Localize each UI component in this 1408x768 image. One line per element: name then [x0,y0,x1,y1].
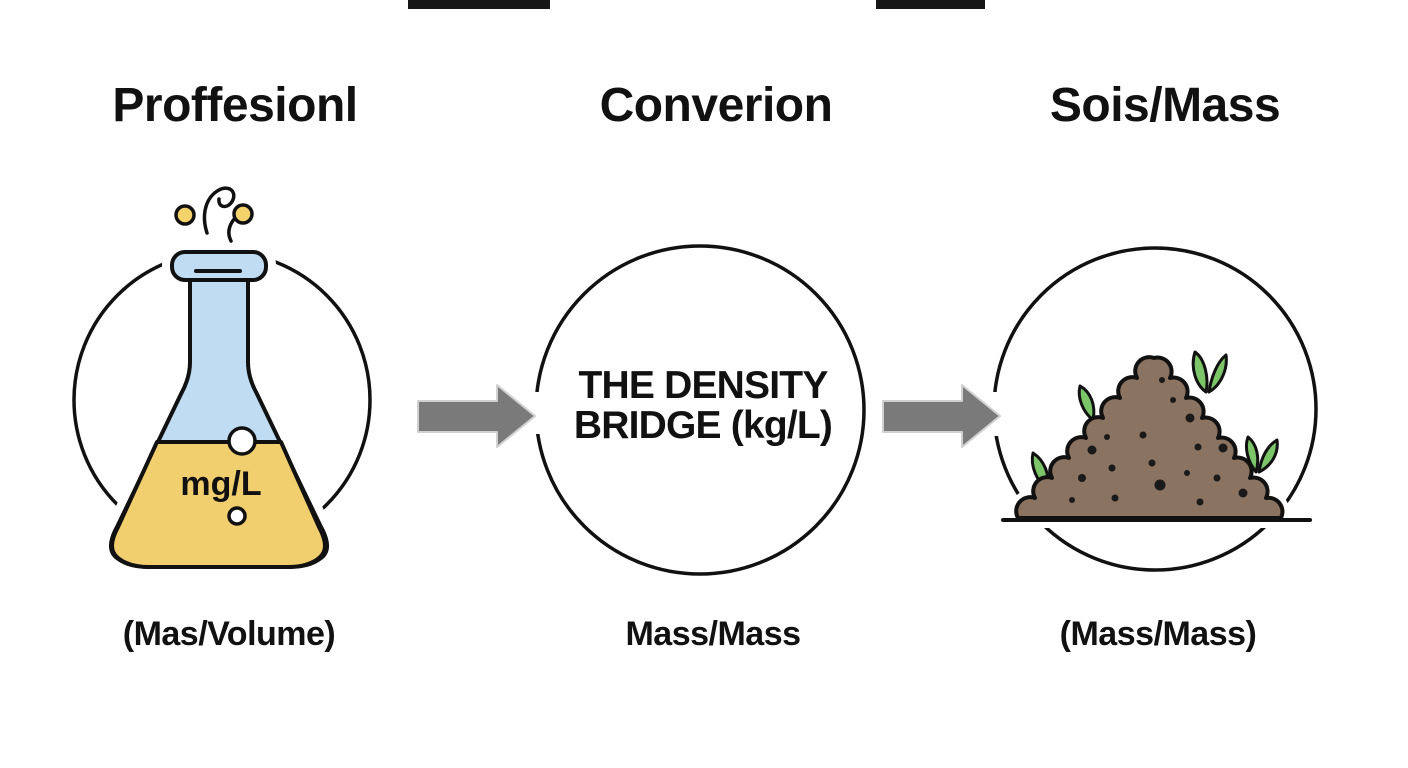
vapor-bubble-left [174,204,196,226]
stage2-caption: Mass/Mass [625,615,801,653]
vapor-bubble-right [232,203,254,225]
soil-pile-icon [996,350,1318,528]
stage1-caption: (Mas/Volume) [122,615,336,653]
flask-icon [101,186,337,577]
stage1-title: Proffesionl [112,79,358,132]
liquid-bubble-small [227,506,247,526]
liquid-bubble-large [227,426,257,456]
density-bridge-label: THE DENSITY BRIDGE (kg/L) [543,366,863,446]
stage2-title: Converion [599,79,833,132]
top-crop-bar-left [408,0,550,9]
arrow-right-icon-2 [882,384,1001,448]
density-bridge-line1: THE DENSITY [578,364,828,407]
density-bridge-circle [524,244,866,576]
steam-icon [202,186,237,243]
soil-dots [1069,377,1248,506]
stage3-circle [986,246,1318,572]
density-bridge-line2: BRIDGE (kg/L) [573,404,833,447]
arrow-right-icon-1 [417,384,536,448]
flask-unit-label: mg/L [180,465,262,503]
top-crop-bar-right [876,0,985,9]
stage3-caption: (Mass/Mass) [1059,615,1257,653]
flask-liquid [110,440,327,569]
flask-lip [170,250,268,282]
stage3-title: Sois/Mass [1049,79,1281,132]
